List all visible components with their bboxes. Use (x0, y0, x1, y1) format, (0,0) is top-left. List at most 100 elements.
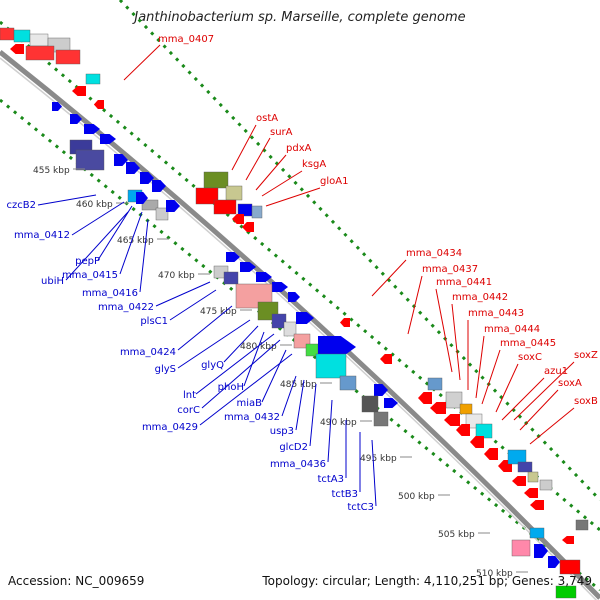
gene-arrow-reverse (94, 100, 104, 109)
reverse-gene-label-leader-line (245, 137, 271, 181)
forward-gene-label-leader-line (327, 399, 333, 463)
gene-arrow-forward (166, 200, 180, 212)
reverse-gene-label-leader-line (265, 187, 321, 207)
reverse-gene-label-leader-line (435, 288, 453, 373)
forward-gene-label: mma_0429 (142, 422, 198, 433)
dotted-guide-line (118, 0, 600, 502)
gene-block (539, 479, 553, 491)
gene-arrow-reverse (512, 476, 526, 486)
gene-block (517, 461, 533, 473)
gene-block (75, 149, 105, 171)
forward-gene-label: lnt (183, 390, 196, 401)
scale-label: 500 kbp (398, 492, 435, 502)
scale-label: 465 kbp (117, 236, 154, 246)
reverse-gene-label: pdxA (286, 143, 312, 154)
gene-arrow-reverse (430, 402, 446, 414)
scale-label: 510 kbp (476, 569, 513, 579)
scale-label: 460 kbp (76, 200, 113, 210)
gene-block (55, 49, 81, 65)
reverse-gene-label: ostA (256, 113, 278, 124)
scale-label: 475 kbp (200, 307, 237, 317)
gene-arrow-reverse (470, 436, 484, 448)
gene-block (29, 33, 49, 47)
forward-gene-label-leader-line (371, 439, 377, 507)
reverse-gene-label-leader-line (529, 407, 575, 445)
reverse-gene-label-leader-line (495, 363, 519, 413)
forward-gene-label: glyS (155, 364, 176, 375)
gene-arrow-reverse (380, 354, 392, 364)
forward-gene-label: miaB (236, 398, 262, 409)
gene-arrow-reverse (562, 536, 574, 544)
gene-arrow-reverse (10, 44, 24, 54)
reverse-gene-label-leader-line (513, 361, 575, 421)
reverse-gene-label-leader-line (481, 349, 501, 405)
reverse-gene-label-leader-line (407, 275, 423, 335)
reverse-gene-label-leader-line (123, 44, 161, 81)
forward-gene-label: mma_0416 (82, 288, 138, 299)
gene-arrow-forward (152, 180, 166, 192)
gene-arrow-forward (296, 312, 314, 324)
gene-arrow-forward (84, 124, 100, 134)
scale-label: 455 kbp (33, 166, 70, 176)
reverse-gene-label: mma_0434 (406, 248, 462, 259)
gene-arrow-reverse (456, 424, 470, 436)
gene-arrow-reverse (444, 414, 460, 426)
gene-block (141, 199, 159, 211)
forward-gene-label-leader-line (139, 219, 149, 293)
gene-arrow-forward (140, 172, 154, 184)
reverse-gene-label: gloA1 (320, 176, 348, 187)
gene-block (203, 171, 229, 189)
gene-arrow-forward (136, 192, 148, 204)
forward-gene-label: mma_0436 (270, 459, 326, 470)
forward-gene-label: mma_0432 (224, 412, 280, 423)
gene-arrow-reverse (484, 448, 498, 460)
forward-gene-label-leader-line (155, 281, 211, 307)
gene-block (315, 353, 347, 379)
gene-arrow-reverse (242, 222, 254, 232)
scale-label: 490 kbp (320, 418, 357, 428)
gene-arrow-forward (288, 292, 300, 302)
scale-label: 495 kbp (360, 454, 397, 464)
forward-gene-label: tctA3 (317, 474, 344, 485)
gene-arrow-reverse (530, 500, 544, 510)
forward-gene-label: mma_0415 (62, 270, 118, 281)
forward-gene-label-leader-line (97, 205, 133, 261)
gene-block (251, 205, 263, 219)
gene-arrow-forward (70, 114, 82, 124)
reverse-gene-label: mma_0443 (468, 308, 524, 319)
gene-block (459, 403, 473, 415)
gene-block (223, 271, 239, 285)
gene-arrow-reverse (418, 392, 432, 404)
forward-gene-label-leader-line (309, 383, 317, 447)
gene-arrow-reverse (232, 214, 244, 224)
reverse-gene-label-leader-line (519, 389, 559, 431)
forward-gene-label: plsC1 (140, 316, 168, 327)
map-title: Janthinobacterium sp. Marseille, complet… (134, 10, 466, 25)
forward-gene-label: glyQ (201, 360, 224, 371)
forward-gene-label-leader-line (201, 339, 281, 409)
gene-block (575, 519, 589, 531)
gene-block (155, 207, 169, 221)
gene-arrow-forward (100, 134, 116, 144)
gene-arrow-forward (272, 282, 288, 292)
reverse-gene-label-leader-line (255, 154, 287, 191)
gene-arrow-forward (114, 154, 128, 166)
gene-block (283, 321, 297, 337)
reverse-gene-label-leader-line (501, 377, 545, 421)
reverse-gene-label: mma_0444 (484, 324, 540, 335)
forward-gene-label-leader-line (65, 211, 129, 281)
reverse-gene-label: azu1 (544, 366, 568, 377)
forward-gene-label-leader-line (177, 319, 251, 369)
gene-arrow-forward (548, 556, 560, 568)
reverse-gene-label-leader-line (231, 124, 257, 171)
gene-block (0, 27, 15, 41)
gene-arrow-reverse (72, 86, 86, 96)
gene-arrow-forward (534, 544, 548, 558)
forward-gene-label-leader-line (281, 375, 297, 417)
forward-gene-label-leader-line (169, 289, 217, 321)
reverse-gene-label: surA (270, 127, 293, 138)
reverse-gene-label: mma_0437 (422, 264, 478, 275)
forward-gene-label-leader-line (243, 331, 265, 387)
forward-gene-label-leader-line (195, 333, 275, 395)
